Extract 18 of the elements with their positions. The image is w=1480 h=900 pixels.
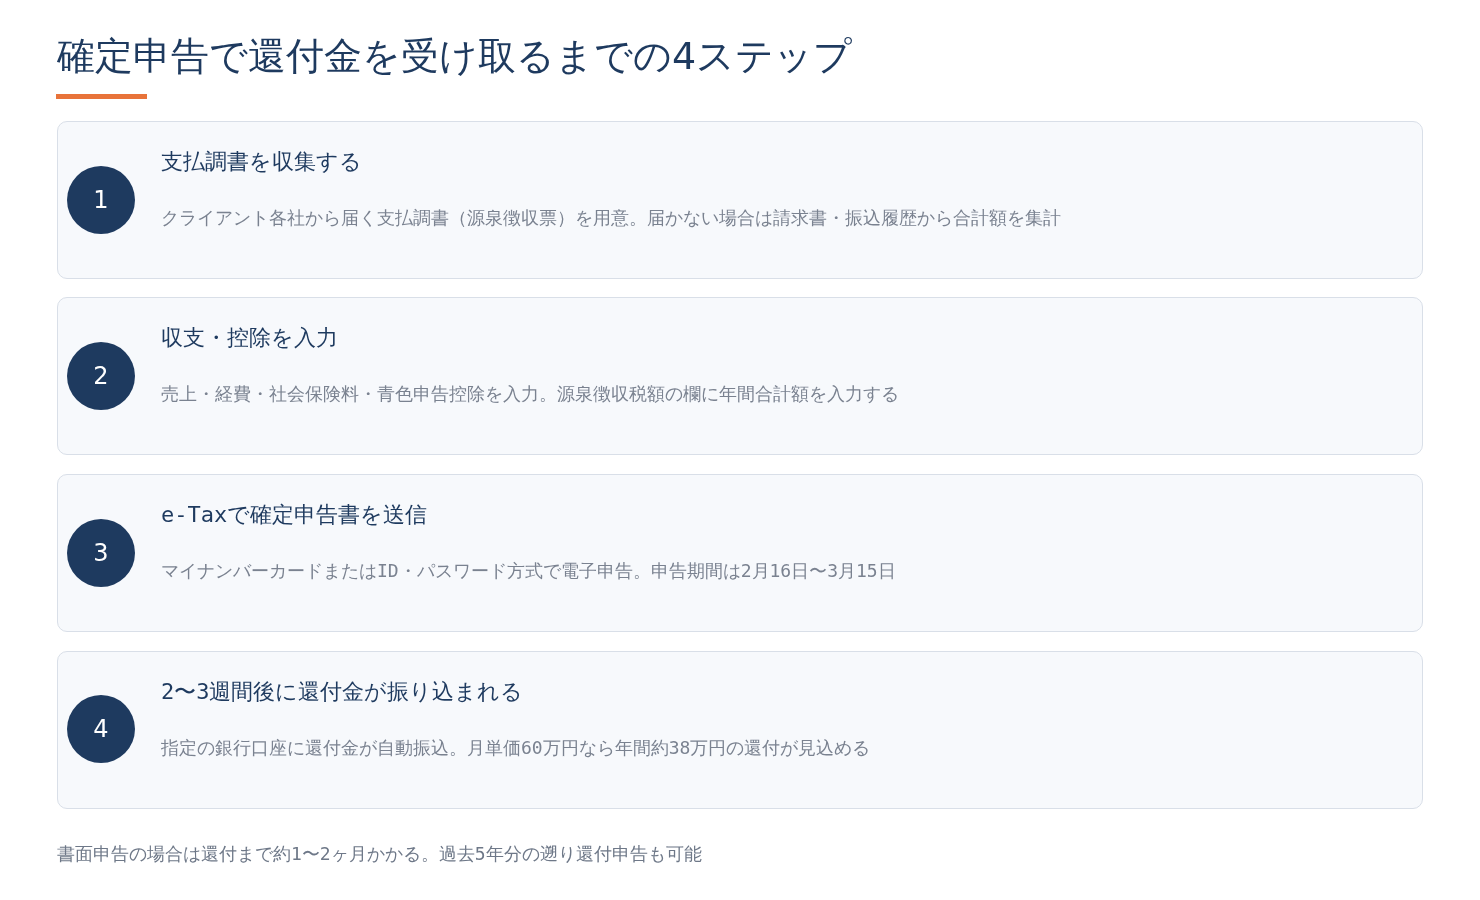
step-description: 売上・経費・社会保険料・青色申告控除を入力。源泉徴収税額の欄に年間合計額を入力する (161, 382, 899, 406)
step-title: 支払調書を収集する (161, 148, 362, 176)
step-number: 1 (67, 166, 135, 234)
step-description: クライアント各社から届く支払調書（源泉徴収票）を用意。届かない場合は請求書・振込履歴から合計額を集計 (161, 206, 1061, 230)
page-title: 確定申告で還付金を受け取るまでの4ステップ (57, 34, 853, 80)
step-number: 4 (67, 695, 135, 763)
step-card (57, 651, 1423, 809)
step-number: 3 (67, 519, 135, 587)
step-card (57, 474, 1423, 632)
step-description: 指定の銀行口座に還付金が自動振込。月単価60万円なら年間約38万円の還付が見込める (161, 736, 871, 760)
step-title: e-Taxで確定申告書を送信 (161, 501, 428, 529)
footnote: 書面申告の場合は還付まで約1〜2ヶ月かかる。過去5年分の遡り還付申告も可能 (57, 842, 702, 866)
step-description: マイナンバーカードまたはID・パスワード方式で電子申告。申告期間は2月16日〜3月15日 (161, 559, 896, 583)
step-card (57, 297, 1423, 455)
step-number: 2 (67, 342, 135, 410)
step-title: 収支・控除を入力 (161, 324, 338, 352)
step-card (57, 121, 1423, 279)
step-title: 2〜3週間後に還付金が振り込まれる (161, 678, 524, 706)
